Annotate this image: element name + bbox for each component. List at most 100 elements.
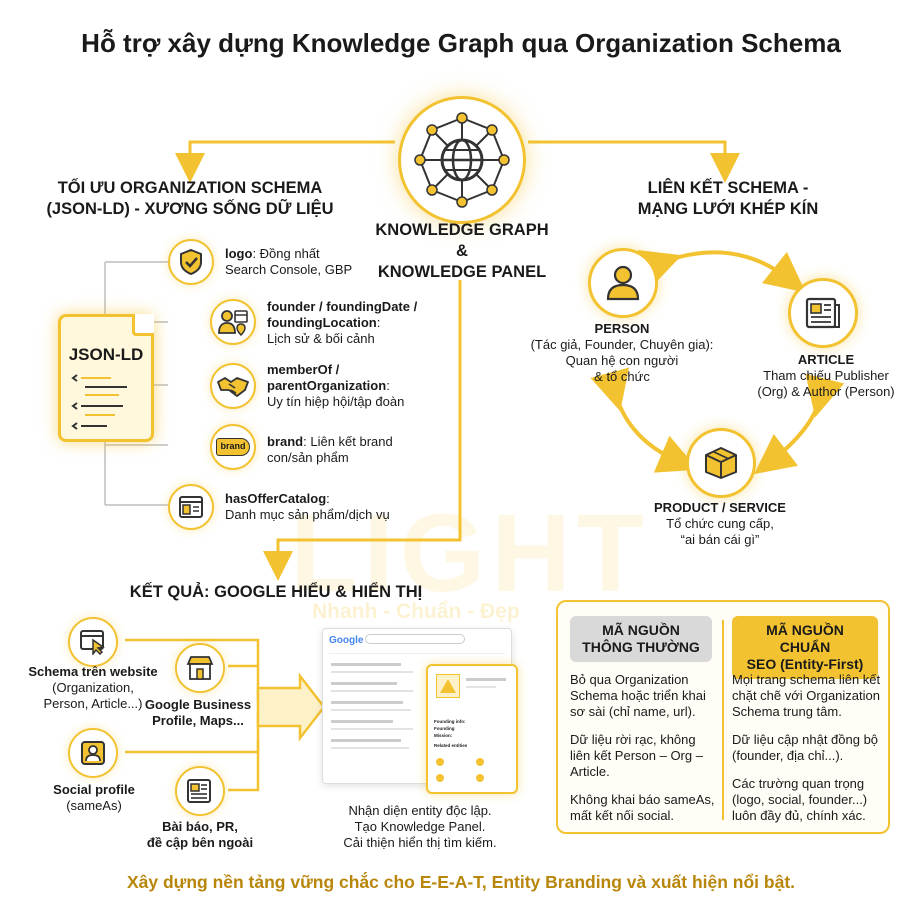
network-globe-icon [414, 112, 510, 208]
watermark-slogan: Nhanh - Chuẩn - Đẹp [312, 600, 520, 623]
catalog-text1: Danh mục sản phẩm/dịch vụ [225, 507, 390, 522]
catalog-sep: : [326, 491, 330, 506]
right-heading-line1: LIÊN KẾT SCHEMA - [647, 179, 809, 197]
catalog-icon [179, 496, 203, 518]
catalog-key: hasOfferCatalog [225, 491, 327, 506]
right-section-heading: LIÊN KẾT SCHEMA - MẠNG LƯỚI KHÉP KÍN [600, 178, 856, 220]
json-ld-document: JSON-LD [58, 314, 154, 442]
box-icon [705, 447, 737, 479]
gbp-source-icon-wrap [175, 643, 225, 693]
news-icon [187, 779, 211, 803]
product-node [686, 428, 756, 498]
person-line1: (Tác giả, Founder, Chuyên gia): [530, 337, 714, 352]
serp-caption-2: Tạo Knowledge Panel. [354, 819, 486, 834]
social-source-line1: (sameAs) [66, 798, 122, 813]
comparison-divider [722, 620, 724, 820]
comparison-panel: MÃ NGUỒN THÔNG THƯỜNG MÃ NGUỒN CHUẨN SEO… [556, 600, 890, 834]
brand-key: brand [267, 434, 304, 449]
logo-item-icon-wrap [168, 239, 214, 285]
left-heading-line2: (JSON-LD) - XƯƠNG SỐNG DỮ LIỆU [46, 200, 334, 218]
product-title: PRODUCT / SERVICE [654, 500, 786, 515]
panel-fields: Founding info: Founding Mission: Related… [434, 718, 467, 749]
store-icon [186, 656, 214, 680]
person-line2: Quan hệ con người [565, 353, 679, 368]
browser-cursor-icon [80, 630, 105, 655]
gbp-source-title2: Profile, Maps... [152, 713, 244, 728]
brand-sep: : [303, 434, 311, 449]
json-ld-label: JSON-LD [68, 345, 144, 364]
profile-icon [81, 741, 105, 765]
founder-item-icon-wrap [210, 299, 256, 345]
website-source-icon-wrap [68, 617, 118, 667]
footer-tagline: Xây dựng nền tảng vững chắc cho E-E-A-T,… [126, 872, 796, 892]
code-lines-icon [71, 374, 127, 430]
left-heading-line1: TỐI ƯU ORGANIZATION SCHEMA [57, 179, 323, 197]
serp-caption: Nhận diện entity độc lập. Tạo Knowledge … [320, 803, 520, 851]
social-source-title: Social profile [53, 782, 135, 797]
normal-code-item-2: Dữ liệu rời rạc, không liên kết Person –… [570, 732, 703, 779]
seo-code-item-2: Dữ liệu cập nhật đồng bộ (founder, địa c… [732, 732, 879, 763]
article-line1: Tham chiếu Publisher [763, 368, 889, 383]
founder-key2: foundingLocation [267, 315, 377, 330]
normal-code-title2: THÔNG THƯỜNG [582, 639, 700, 655]
person-icon [606, 265, 640, 301]
normal-code-title1: MÃ NGUỒN [602, 622, 680, 638]
logo-key: logo [225, 246, 253, 261]
website-source-line1: (Organization, [52, 680, 134, 695]
normal-code-item-1: Bỏ qua Organization Schema hoặc triển kh… [570, 672, 706, 719]
center-title-line3: KNOWLEDGE PANEL [377, 263, 547, 281]
member-text1: Uy tín hiệp hội/tập đoàn [267, 394, 405, 409]
normal-code-item-3: Không khai báo sameAs, mất kết nối socia… [570, 792, 715, 823]
gbp-source: Google Business Profile, Maps... [138, 697, 258, 729]
brand-text1: Liên kết brand [310, 434, 393, 449]
person-text: PERSON (Tác giả, Founder, Chuyên gia): Q… [522, 321, 722, 385]
member-key2: parentOrganization [267, 378, 387, 393]
product-line1: Tổ chức cung cấp, [666, 516, 774, 531]
member-item-icon-wrap [210, 363, 256, 409]
member-item: memberOf / parentOrganization: Uy tín hi… [267, 362, 447, 410]
seo-code-item-1: Mọi trang schema liên kết chặt chẽ với O… [732, 672, 881, 719]
member-key: memberOf / [267, 362, 340, 377]
brand-tag-icon: brand [216, 438, 250, 456]
knowledge-graph-node [398, 96, 526, 224]
article-title: ARTICLE [797, 352, 855, 367]
panel-related: Related entities [434, 743, 468, 748]
article-line2: (Org) & Author (Person) [757, 384, 895, 399]
handshake-icon [217, 377, 249, 397]
brand-text2: con/sản phẩm [267, 450, 349, 465]
logo-sep: : [252, 246, 260, 261]
serp-search-box [365, 634, 465, 644]
left-section-heading: TỐI ƯU ORGANIZATION SCHEMA (JSON-LD) - X… [30, 178, 350, 220]
founder-key: founder / foundingDate / [267, 299, 418, 314]
panel-field-1: Founding info: [434, 719, 466, 724]
person-line3: & tổ chức [594, 369, 650, 384]
gbp-source-title: Google Business [144, 697, 252, 712]
shield-check-icon [180, 248, 202, 276]
page-fold-corner [132, 314, 154, 336]
social-source: Social profile (sameAs) [24, 782, 164, 814]
serp-caption-1: Nhận diện entity độc lập. [348, 803, 492, 818]
news-source: Bài báo, PR, đề cập bên ngoài [130, 819, 270, 851]
normal-code-list: Bỏ qua Organization Schema hoặc triển kh… [570, 672, 718, 824]
result-heading: KẾT QUẢ: GOOGLE HIỂU & HIỂN THỊ [129, 583, 423, 601]
panel-field-2: Founding [434, 726, 455, 731]
panel-field-3: Mission: [434, 733, 453, 738]
center-title: KNOWLEDGE GRAPH & KNOWLEDGE PANEL [360, 220, 564, 283]
member-sep: : [386, 378, 390, 393]
google-logo-text: Google [329, 635, 364, 646]
newspaper-icon [805, 297, 840, 329]
page-title: Hỗ trợ xây dựng Knowledge Graph qua Orga… [81, 28, 841, 58]
panel-logo-icon [436, 674, 460, 698]
news-source-icon-wrap [175, 766, 225, 816]
founder-calendar-icon [218, 310, 248, 336]
brand-item-icon-wrap: brand [210, 424, 256, 470]
news-source-title: Bài báo, PR, [162, 819, 238, 834]
founder-sep: : [376, 315, 381, 330]
seo-code-title2: SEO (Entity-First) [746, 656, 864, 672]
google-logo: Google [329, 635, 363, 646]
website-source: Schema trên website (Organization, Perso… [14, 664, 172, 712]
website-source-line2: Person, Article...) [43, 696, 143, 711]
seo-code-list: Mọi trang schema liên kết chặt chẽ với O… [732, 672, 882, 824]
catalog-item-icon-wrap [168, 484, 214, 530]
right-heading-line2: MẠNG LƯỚI KHÉP KÍN [637, 200, 819, 218]
